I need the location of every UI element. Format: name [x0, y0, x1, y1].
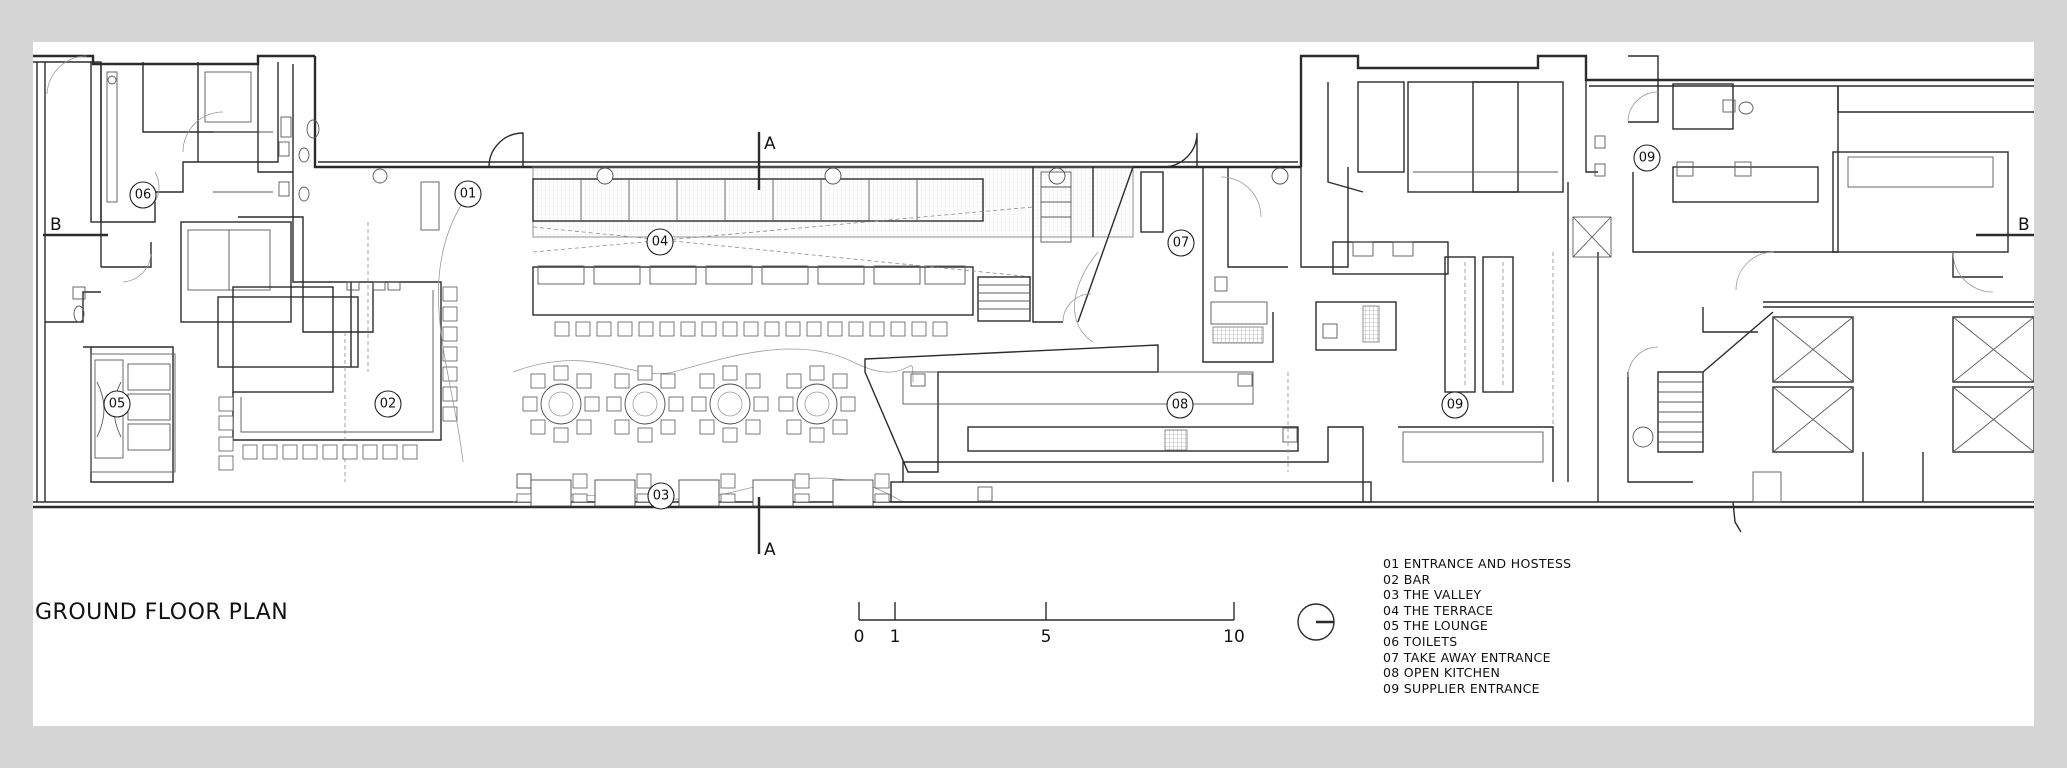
scale-bar: 0 1 5 10 [854, 602, 1245, 647]
room-tags: 01 02 03 04 05 06 07 08 09 09 [103, 144, 1661, 510]
legend-item: 07 TAKE AWAY ENTRANCE [1383, 649, 1551, 665]
room-legend: 01 ENTRANCE AND HOSTESS 02 BAR 03 THE VA… [1383, 556, 1571, 696]
round-tables [522, 365, 856, 443]
scale-label: 5 [1041, 627, 1052, 647]
scale-label: 0 [854, 627, 865, 647]
legend-item: 02 BAR [1383, 571, 1431, 587]
svg-text:06: 06 [135, 188, 152, 203]
room-tag: 02 [374, 390, 402, 418]
room-tag: 09 [1633, 144, 1661, 172]
floor-plan: A A B B 01 02 03 04 05 06 07 08 09 09 0 … [33, 54, 2034, 647]
svg-text:08: 08 [1172, 398, 1189, 413]
terrace-area [532, 166, 1289, 337]
bar-area [180, 216, 458, 482]
drawing-sheet: A A B B 01 02 03 04 05 06 07 08 09 09 0 … [33, 42, 2034, 726]
legend-item: 06 TOILETS [1383, 633, 1458, 649]
north-arrow-icon [1297, 603, 1335, 641]
scale-label: 1 [890, 627, 901, 647]
room-tag: 05 [103, 390, 131, 418]
svg-text:09: 09 [1447, 398, 1464, 413]
room-tag: 07 [1167, 229, 1195, 257]
section-label: B [2018, 215, 2030, 235]
legend-item: 04 THE TERRACE [1383, 602, 1494, 618]
valley-area [512, 348, 914, 507]
section-markers: A A B B [43, 132, 2034, 560]
room-tag: 06 [129, 181, 157, 209]
section-label: A [764, 540, 776, 560]
legend-item: 05 THE LOUNGE [1383, 618, 1489, 634]
entrance-area [372, 132, 524, 463]
svg-text:05: 05 [109, 397, 126, 412]
room-tag: 03 [647, 482, 675, 510]
svg-text:04: 04 [652, 235, 669, 250]
back-of-house [1300, 55, 2034, 533]
bar-stools [218, 286, 458, 471]
room-tag: 04 [646, 228, 674, 256]
svg-text:02: 02 [380, 397, 397, 412]
room-tag: 01 [454, 180, 482, 208]
terrace-chairs [554, 321, 948, 337]
legend-item: 03 THE VALLEY [1383, 587, 1482, 603]
legend-item: 08 OPEN KITCHEN [1383, 665, 1501, 681]
square-tables [516, 473, 890, 507]
svg-text:03: 03 [653, 489, 670, 504]
svg-text:09: 09 [1639, 151, 1656, 166]
west-wing-walls [45, 55, 352, 483]
room-tag: 08 [1166, 391, 1194, 419]
scale-label: 10 [1223, 627, 1245, 647]
svg-text:01: 01 [460, 187, 477, 202]
legend-item: 01 ENTRANCE AND HOSTESS [1383, 556, 1572, 571]
kitchen-area [864, 132, 1372, 503]
section-label: A [764, 134, 776, 154]
plan-title: GROUND FLOOR PLAN [35, 600, 289, 625]
legend-item: 09 SUPPLIER ENTRANCE [1383, 680, 1540, 696]
section-label: B [50, 215, 62, 235]
svg-text:07: 07 [1173, 236, 1190, 251]
room-tag: 09 [1441, 391, 1469, 419]
